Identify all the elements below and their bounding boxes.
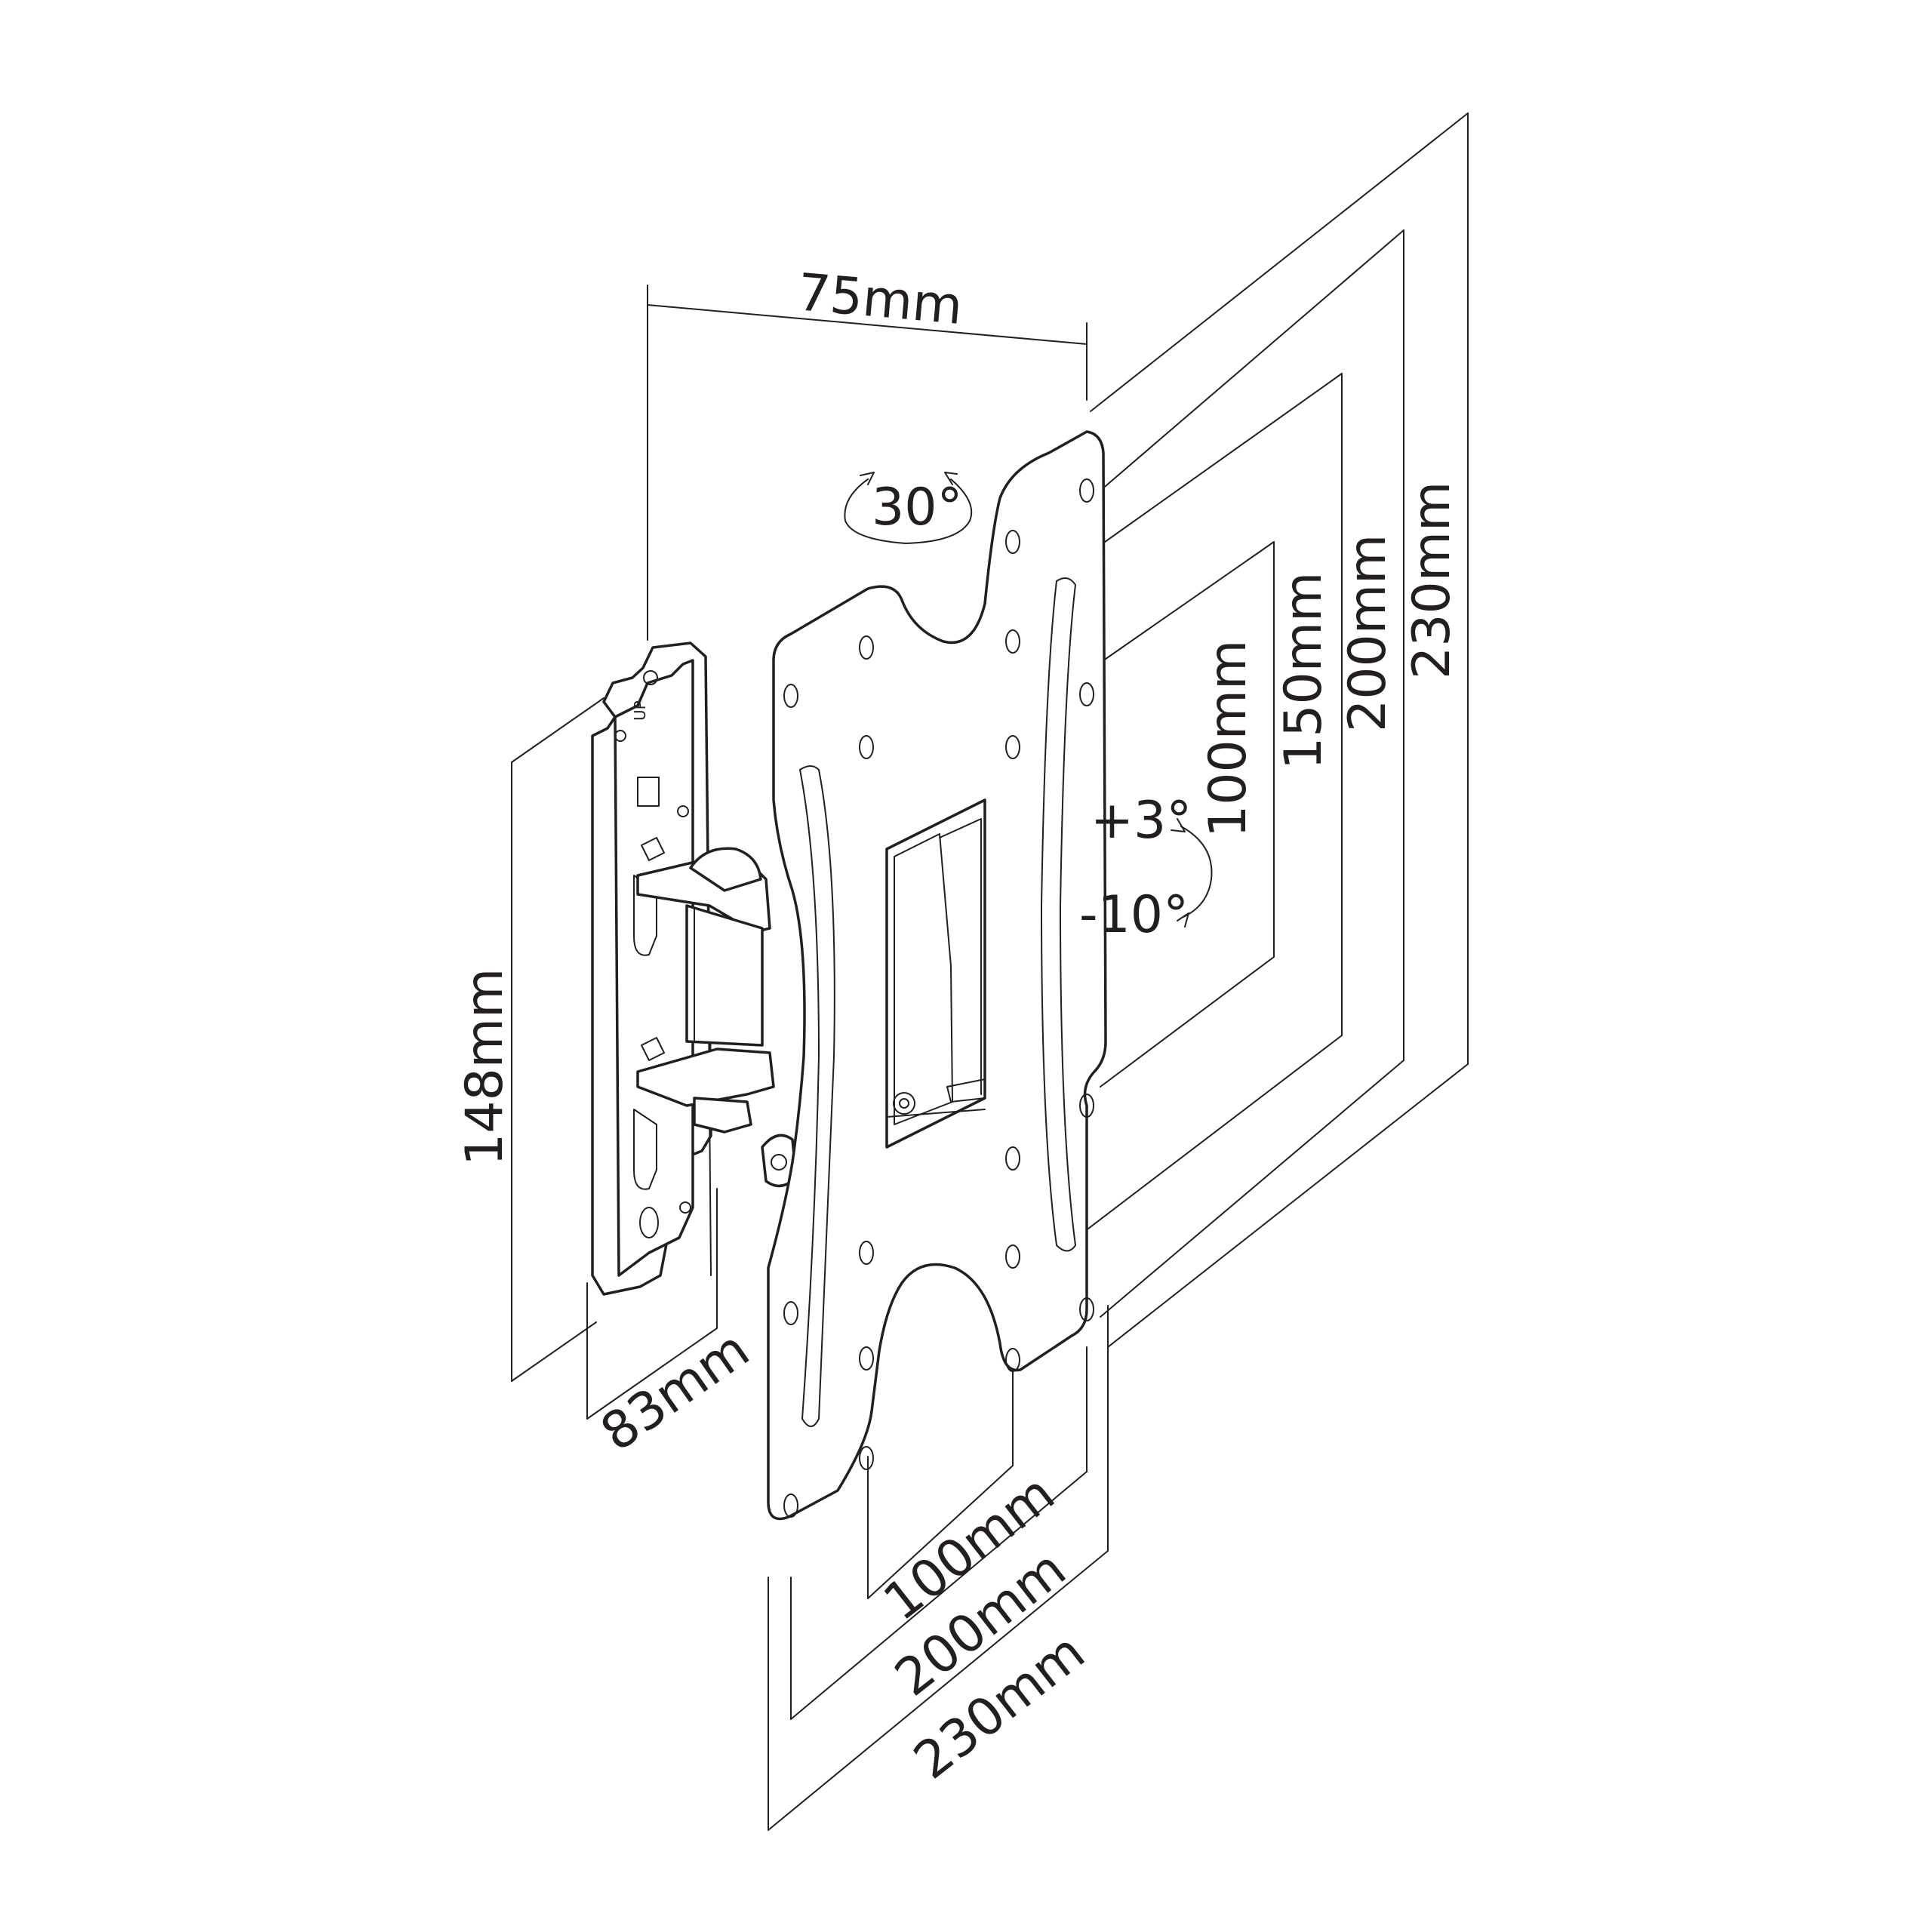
wall-plate-slot (633, 875, 657, 956)
rotation-indicator: 30° (844, 472, 973, 544)
vesa-hole (1079, 478, 1094, 503)
wall-plate-hole (677, 805, 689, 817)
tilt-arrow-up (1171, 818, 1186, 832)
tilt-arc (1180, 826, 1213, 918)
center-bolt (893, 1092, 915, 1115)
label-v150mm: 150mm (1274, 572, 1334, 770)
vesa-hole (1005, 1348, 1020, 1372)
center-bracket-edge (939, 818, 982, 1095)
vesa-slot-right (1041, 577, 1076, 1252)
vesa-slot-left (799, 765, 835, 1427)
vesa-hole (783, 1301, 798, 1325)
dimension-lines (511, 112, 1469, 1831)
tilt-knob-hole (771, 1154, 787, 1171)
dim-v100-bottom-ext (1100, 956, 1275, 1088)
lower-bracket (636, 1048, 775, 1107)
bracket-tab (641, 1037, 665, 1061)
vesa-hole (859, 735, 874, 759)
pivot-arm (636, 837, 798, 1188)
wall-plate-hole-bottom (639, 1207, 659, 1238)
center-bolt-inner (899, 1098, 909, 1109)
wall-plate: UP (591, 641, 712, 1296)
up-marking: UP (631, 700, 649, 721)
wall-plate-slot (633, 1109, 657, 1190)
vesa-hole (1079, 1297, 1094, 1321)
vesa-hole (783, 1494, 798, 1518)
hinge-cylinder (685, 904, 764, 1047)
label-v200mm: 200mm (1338, 534, 1398, 732)
dim-v230-top-ext (1090, 112, 1469, 412)
dim-148-top-ext (511, 697, 605, 763)
vesa-hole (1005, 629, 1020, 654)
wall-plate-front (614, 659, 694, 1277)
tilt-up-label: +3° (1091, 791, 1192, 851)
label-148mm: 148mm (455, 968, 515, 1166)
bracket-tab (641, 837, 665, 861)
lower-pivot (693, 1097, 752, 1134)
center-bracket (894, 833, 953, 1125)
center-line (886, 1109, 986, 1118)
wall-plate-hole-top (643, 670, 658, 685)
vesa-hole (859, 1241, 874, 1265)
dim-h230-line (768, 1550, 1109, 1831)
dim-h100-line (867, 1465, 1014, 1599)
vesa-hole (783, 684, 798, 708)
label-83mm: 83mm (590, 1320, 760, 1463)
dim-v230-bottom-ext (1107, 1063, 1469, 1348)
pivot-cap (689, 847, 762, 892)
dim-v100-top-ext (1100, 541, 1275, 663)
dim-v200-top-ext (1100, 229, 1404, 491)
vesa-holes (783, 478, 1094, 1518)
vesa-hole (1005, 530, 1020, 554)
tilt-down-label: -10° (1079, 885, 1189, 945)
label-v100mm: 100mm (1198, 640, 1258, 838)
wall-plate-hole (614, 730, 626, 742)
center-window (885, 798, 986, 1149)
vesa-hole (1079, 1094, 1094, 1118)
rotation-label: 30° (872, 478, 963, 537)
center-bracket-foot (946, 1078, 986, 1103)
label-75mm: 75mm (795, 263, 965, 337)
dim-v150-top-ext (1060, 373, 1343, 574)
dim-148-bottom-ext (511, 1321, 597, 1382)
tilt-indicator: +3° -10° (1079, 791, 1213, 945)
rotation-arrow-left (860, 472, 875, 485)
vesa-hole (1005, 1146, 1020, 1171)
vesa-hole (859, 635, 874, 660)
vesa-hole (859, 1346, 874, 1371)
dim-v200-bottom-ext (1100, 1060, 1404, 1318)
wall-plate-square-slot (637, 777, 660, 807)
tilt-arrow-down (1177, 912, 1189, 928)
vesa-hole (859, 1446, 874, 1470)
dim-83-line (586, 1327, 718, 1420)
dim-75-line (647, 304, 1088, 345)
vesa-hole (1005, 1244, 1020, 1269)
dim-h200-line (790, 1471, 1088, 1720)
label-v230mm: 230mm (1402, 481, 1462, 679)
vesa-hole (1005, 735, 1020, 759)
vesa-hole (1079, 682, 1094, 706)
dim-v150-bottom-ext (1056, 1035, 1343, 1254)
wall-plate-hole (679, 1201, 691, 1214)
rotation-arrow-right (944, 472, 958, 485)
vesa-plate (767, 430, 1107, 1521)
rotation-arc (844, 478, 973, 544)
